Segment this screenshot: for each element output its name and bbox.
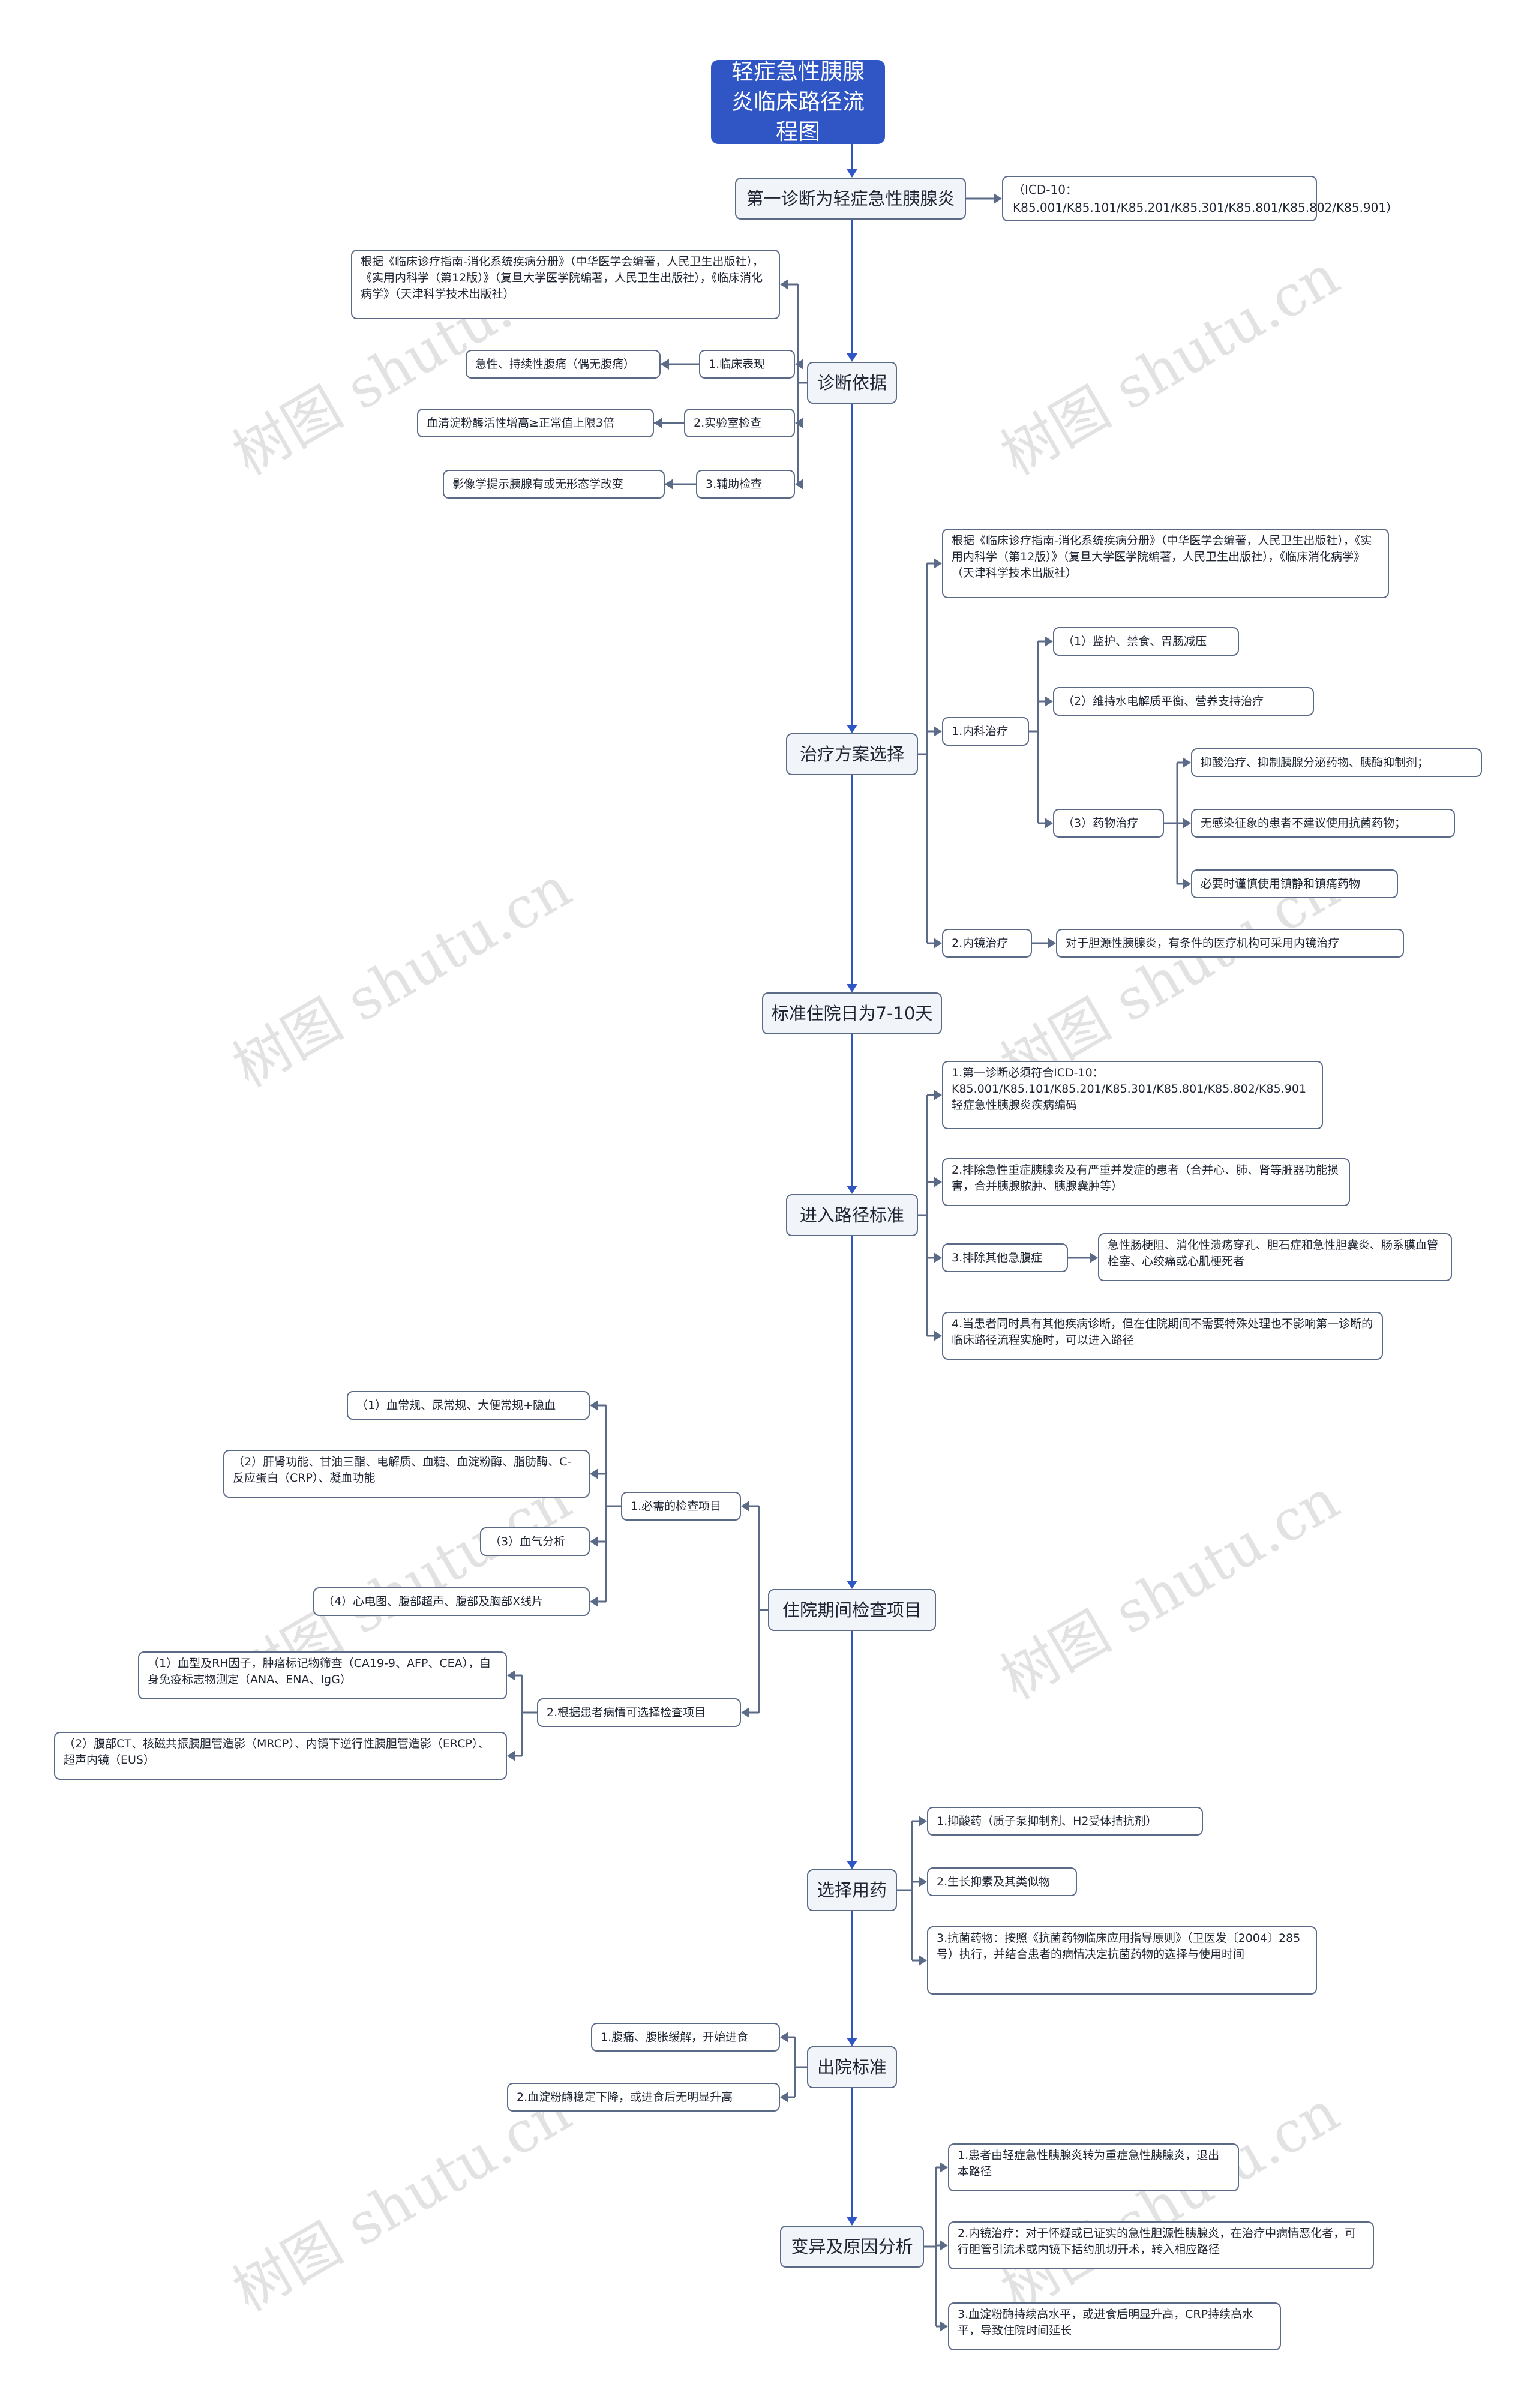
node-internal-medicine[interactable]: 1.内科治疗 [942,717,1029,746]
connector-arrow [847,169,857,178]
topic-medication[interactable]: 选择用药 [807,1869,897,1911]
topic-first-diagnosis[interactable]: 第一诊断为轻症急性胰腺炎 [735,178,966,220]
connector-arrow [934,726,942,737]
leaf-routine-blood[interactable]: （1）血常规、尿常规、大便常规+隐血 [347,1391,590,1420]
connector-arrow [1183,818,1191,829]
leaf-endoscopic-variation[interactable]: 2.内镜治疗：对于怀疑或已证实的急性胆源性胰腺炎，在治疗中病情恶化者，可行胆管引… [948,2221,1374,2269]
connector-arrow [1183,757,1191,768]
topic-diagnosis-basis[interactable]: 诊断依据 [807,362,897,404]
connector-arrow [1045,636,1053,647]
leaf-ct-mrcp[interactable]: （2）腹部CT、核磁共振胰胆管造影（MRCP）、内镜下逆行性胰胆管造影（ERCP… [54,1732,507,1780]
leaf-antibiotics-guideline[interactable]: 3.抗菌药物：按照《抗菌药物临床应用指导原则》（卫医发〔2004〕285号）执行… [927,1926,1317,1995]
connector-arrow [661,359,669,370]
leaf-acid-drugs[interactable]: 1.抑酸药（质子泵抑制剂、H2受体拮抗剂） [927,1807,1203,1836]
connector-arrow [847,2038,857,2046]
connector-arrow [654,418,662,428]
connector-arrow [919,1955,927,1966]
topic-standard-stay[interactable]: 标准住院日为7-10天 [762,992,942,1034]
leaf-pain-relief[interactable]: 1.腹痛、腹胀缓解，开始进食 [591,2023,780,2052]
connector-arrow [934,1252,942,1263]
connector-arrow [780,2032,788,2043]
connector-arrow [665,479,673,490]
node-lab-test[interactable]: 2.实验室检查 [684,409,795,437]
node-comorbidity[interactable]: 4.当患者同时具有其他疾病诊断，但在住院期间不需要特殊处理也不影响第一诊断的临床… [942,1312,1383,1360]
node-optional-exams[interactable]: 2.根据患者病情可选择检查项目 [537,1698,741,1727]
connector-arrow [795,418,803,428]
connector-arrow [590,1596,598,1607]
node-required-exams[interactable]: 1.必需的检查项目 [621,1492,741,1521]
leaf-amylase-stable[interactable]: 2.血淀粉酶稳定下降，或进食后无明显升高 [507,2083,780,2112]
connector-arrow [934,1330,942,1341]
connector-arrow [934,558,942,569]
root-title[interactable]: 轻症急性胰腺炎临床路径流程图 [711,59,885,145]
connector-arrow [590,1468,598,1479]
leaf-acute-abdomen-list[interactable]: 急性肠梗阻、消化性溃疡穿孔、胆石症和急性胆囊炎、肠系膜血管栓塞、心绞痛或心肌梗死… [1098,1233,1452,1281]
node-diagnosis-reference[interactable]: 根据《临床诊疗指南-消化系统疾病分册》（中华医学会编著，人民卫生出版社），《实用… [351,250,780,319]
connector-arrow [934,1090,942,1100]
leaf-imaging[interactable]: 影像学提示胰腺有或无形态学改变 [443,470,665,499]
leaf-acid-suppression[interactable]: 抑酸治疗、抑制胰腺分泌药物、胰酶抑制剂； [1191,748,1482,777]
connector-arrow [1090,1252,1098,1263]
node-drug-therapy[interactable]: （3）药物治疗 [1053,809,1164,838]
connector-arrow [1183,878,1191,889]
node-endoscopic-treatment[interactable]: 2.内镜治疗 [942,929,1032,958]
connector-arrow [507,1750,515,1761]
connector-arrow [847,1581,857,1589]
leaf-fluid-nutrition[interactable]: （2）维持水电解质平衡、营养支持治疗 [1053,687,1314,716]
node-clinical-manifestation[interactable]: 1.临床表现 [699,350,795,379]
connector-arrow [940,2240,948,2251]
leaf-blood-type-markers[interactable]: （1）血型及RH因子，肿瘤标记物筛查（CA19-9、AFP、CEA），自身免疫标… [138,1651,507,1699]
connector-arrow [590,1536,598,1547]
connector-arrow [780,2092,788,2103]
leaf-sedation-analgesia[interactable]: 必要时谨慎使用镇静和镇痛药物 [1191,869,1398,898]
connector-arrow [1045,696,1053,707]
connector-arrow [994,193,1002,204]
leaf-ecg-ultrasound[interactable]: （4）心电图、腹部超声、腹部及胸部X线片 [313,1587,590,1616]
leaf-no-antibiotics[interactable]: 无感染征象的患者不建议使用抗菌药物； [1191,809,1455,838]
leaf-liver-kidney[interactable]: （2）肝肾功能、甘油三酯、电解质、血糖、血淀粉酶、脂肪酶、C-反应蛋白（CRP）… [223,1450,590,1498]
leaf-prolonged-stay[interactable]: 3.血淀粉酶持续高水平，或进食后明显升高，CRP持续高水平，导致住院时间延长 [948,2302,1281,2350]
leaf-biliary-endoscopy[interactable]: 对于胆源性胰腺炎，有条件的医疗机构可采用内镜治疗 [1056,929,1404,958]
connector-arrow [919,1816,927,1827]
leaf-blood-gas[interactable]: （3）血气分析 [480,1527,590,1556]
leaf-monitoring-fasting[interactable]: （1）监护、禁食、胃肠减压 [1053,627,1239,656]
connector-arrow [1045,818,1053,829]
leaf-somatostatin[interactable]: 2.生长抑素及其类似物 [927,1867,1077,1896]
node-auxiliary-exam[interactable]: 3.辅助检查 [696,470,795,499]
connector-arrow [847,1861,857,1869]
connector-arrow [940,2162,948,2173]
connector-arrow [507,1670,515,1681]
topic-treatment-plan[interactable]: 治疗方案选择 [786,733,918,775]
connector-arrow [1048,938,1056,949]
node-exclude-acute-abdomen[interactable]: 3.排除其他急腹症 [942,1243,1068,1272]
connector-arrow [795,359,803,370]
connector-arrow [847,984,857,992]
connector-arrow [741,1501,749,1512]
connector-arrow [590,1400,598,1411]
connector-arrow [934,938,942,949]
connector-arrow [934,1177,942,1187]
connector-arrow [780,279,788,290]
topic-hospital-exams[interactable]: 住院期间检查项目 [768,1589,936,1631]
leaf-abdominal-pain[interactable]: 急性、持续性腹痛（偶无腹痛） [466,350,661,379]
connector-arrow [847,353,857,362]
connector-arrow [919,1876,927,1887]
topic-discharge-criteria[interactable]: 出院标准 [807,2046,897,2088]
connector-arrow [940,2321,948,2332]
leaf-convert-severe[interactable]: 1.患者由轻症急性胰腺炎转为重症急性胰腺炎，退出本路径 [948,2143,1239,2191]
node-exclude-severe[interactable]: 2.排除急性重症胰腺炎及有严重并发症的患者（合并心、肺、肾等脏器功能损害，合并胰… [942,1158,1350,1206]
connector-arrow [847,2217,857,2226]
node-entry-icd[interactable]: 1.第一诊断必须符合ICD-10：K85.001/K85.101/K85.201… [942,1061,1323,1129]
node-treatment-reference[interactable]: 根据《临床诊疗指南-消化系统疾病分册》（中华医学会编著，人民卫生出版社），《实用… [942,529,1389,598]
connector-arrow [847,1186,857,1194]
connector-arrow [795,479,803,490]
leaf-serum-amylase[interactable]: 血清淀粉酶活性增高≥正常值上限3倍 [417,409,654,437]
topic-entry-criteria[interactable]: 进入路径标准 [786,1194,918,1236]
connector-arrow [847,725,857,733]
connector-arrow [741,1707,749,1718]
node-icd-codes[interactable]: （ICD-10：K85.001/K85.101/K85.201/K85.301/… [1002,176,1398,221]
topic-variation-analysis[interactable]: 变异及原因分析 [780,2226,924,2268]
